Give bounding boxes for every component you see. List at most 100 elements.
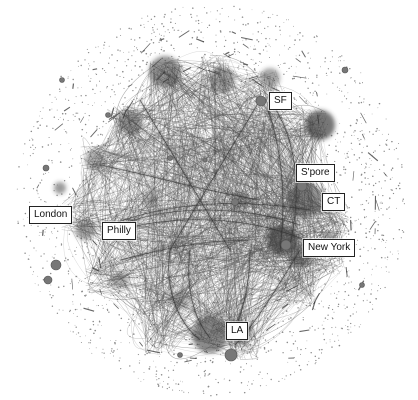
scatter-dot: [22, 218, 24, 220]
scatter-dot: [128, 51, 130, 53]
scatter-dot: [103, 47, 105, 49]
scatter-dot: [237, 51, 239, 53]
scatter-dot: [210, 395, 212, 397]
scatter-dot: [110, 295, 112, 297]
scatter-dot: [358, 102, 360, 104]
scatter-dot: [236, 41, 239, 43]
scatter-dot: [315, 359, 317, 362]
scatter-dot: [87, 307, 89, 309]
periphery-stroke: [383, 172, 388, 177]
scatter-dot: [344, 168, 347, 171]
scatter-dot: [173, 379, 174, 381]
scatter-dot: [125, 294, 128, 297]
scatter-dot: [85, 94, 87, 97]
scatter-dot: [134, 46, 136, 48]
scatter-dot: [326, 155, 328, 158]
scatter-dot: [255, 356, 257, 358]
scatter-dot: [147, 15, 149, 17]
scatter-dot: [89, 348, 90, 350]
scatter-dot: [266, 321, 268, 323]
scatter-dot: [41, 179, 43, 181]
scatter-dot: [289, 374, 292, 376]
scatter-dot: [258, 65, 259, 66]
scatter-dot: [371, 283, 373, 285]
scatter-dot: [228, 54, 230, 56]
scatter-dot: [163, 50, 165, 52]
scatter-dot: [55, 98, 57, 100]
scatter-dot: [236, 95, 238, 96]
network-edge: [150, 250, 251, 346]
scatter-dot: [288, 67, 290, 69]
scatter-dot: [168, 386, 170, 388]
scatter-dot: [323, 327, 325, 330]
scatter-dot: [267, 26, 269, 28]
scatter-dot: [377, 229, 379, 232]
periphery-stroke: [369, 221, 376, 230]
scatter-dot: [372, 133, 374, 135]
scatter-dot: [365, 228, 367, 230]
periphery-stroke: [352, 171, 355, 181]
scatter-dot: [198, 22, 200, 25]
scatter-dot: [127, 58, 129, 61]
scatter-dot: [27, 217, 29, 218]
scatter-dot: [77, 332, 80, 334]
scatter-dot: [198, 29, 200, 31]
scatter-dot: [232, 70, 234, 72]
scatter-dot: [39, 115, 40, 117]
scatter-dot: [334, 340, 336, 342]
scatter-dot: [182, 381, 183, 383]
scatter-dot: [335, 297, 338, 299]
scatter-dot: [347, 326, 349, 328]
scatter-dot: [201, 66, 203, 68]
scatter-dot: [177, 58, 179, 60]
scatter-dot: [374, 170, 376, 171]
scatter-dot: [392, 253, 393, 255]
scatter-dot: [57, 230, 59, 232]
scatter-dot: [388, 207, 390, 209]
scatter-dot: [338, 90, 340, 91]
scatter-dot: [74, 250, 76, 252]
scatter-dot: [381, 202, 383, 204]
scatter-dot: [353, 135, 355, 136]
scatter-dot: [260, 33, 262, 35]
scatter-dot: [377, 285, 379, 286]
hub-node: [167, 155, 173, 161]
scatter-dot: [361, 151, 363, 154]
scatter-dot: [160, 351, 163, 353]
scatter-dot: [282, 62, 284, 64]
scatter-dot: [140, 24, 142, 27]
scatter-dot: [368, 231, 371, 233]
scatter-dot: [403, 203, 405, 205]
scatter-dot: [374, 248, 376, 250]
scatter-dot: [173, 349, 175, 352]
scatter-dot: [87, 242, 89, 244]
scatter-dot: [282, 320, 284, 322]
network-edge: [88, 146, 258, 343]
scatter-dot: [101, 352, 103, 354]
scatter-dot: [67, 270, 70, 272]
scatter-dot: [341, 101, 343, 103]
scatter-dot: [63, 285, 65, 288]
scatter-dot: [391, 140, 393, 143]
scatter-dot: [158, 377, 160, 380]
scatter-dot: [74, 115, 76, 117]
scatter-dot: [150, 39, 153, 41]
scatter-dot: [346, 152, 348, 155]
scatter-dot: [53, 116, 56, 118]
scatter-dot: [107, 204, 109, 206]
scatter-dot: [266, 373, 268, 375]
scatter-dot: [48, 172, 50, 173]
scatter-dot: [125, 65, 128, 67]
scatter-dot: [105, 71, 107, 73]
scatter-dot: [108, 62, 110, 64]
scatter-dot: [205, 357, 207, 359]
scatter-dot: [72, 114, 74, 116]
scatter-dot: [326, 75, 328, 76]
scatter-dot: [254, 69, 256, 71]
network-edge: [65, 127, 272, 206]
scatter-dot: [374, 150, 376, 152]
scatter-dot: [24, 212, 27, 215]
scatter-dot: [259, 61, 261, 63]
scatter-dot: [240, 60, 242, 62]
scatter-dot: [146, 61, 148, 64]
